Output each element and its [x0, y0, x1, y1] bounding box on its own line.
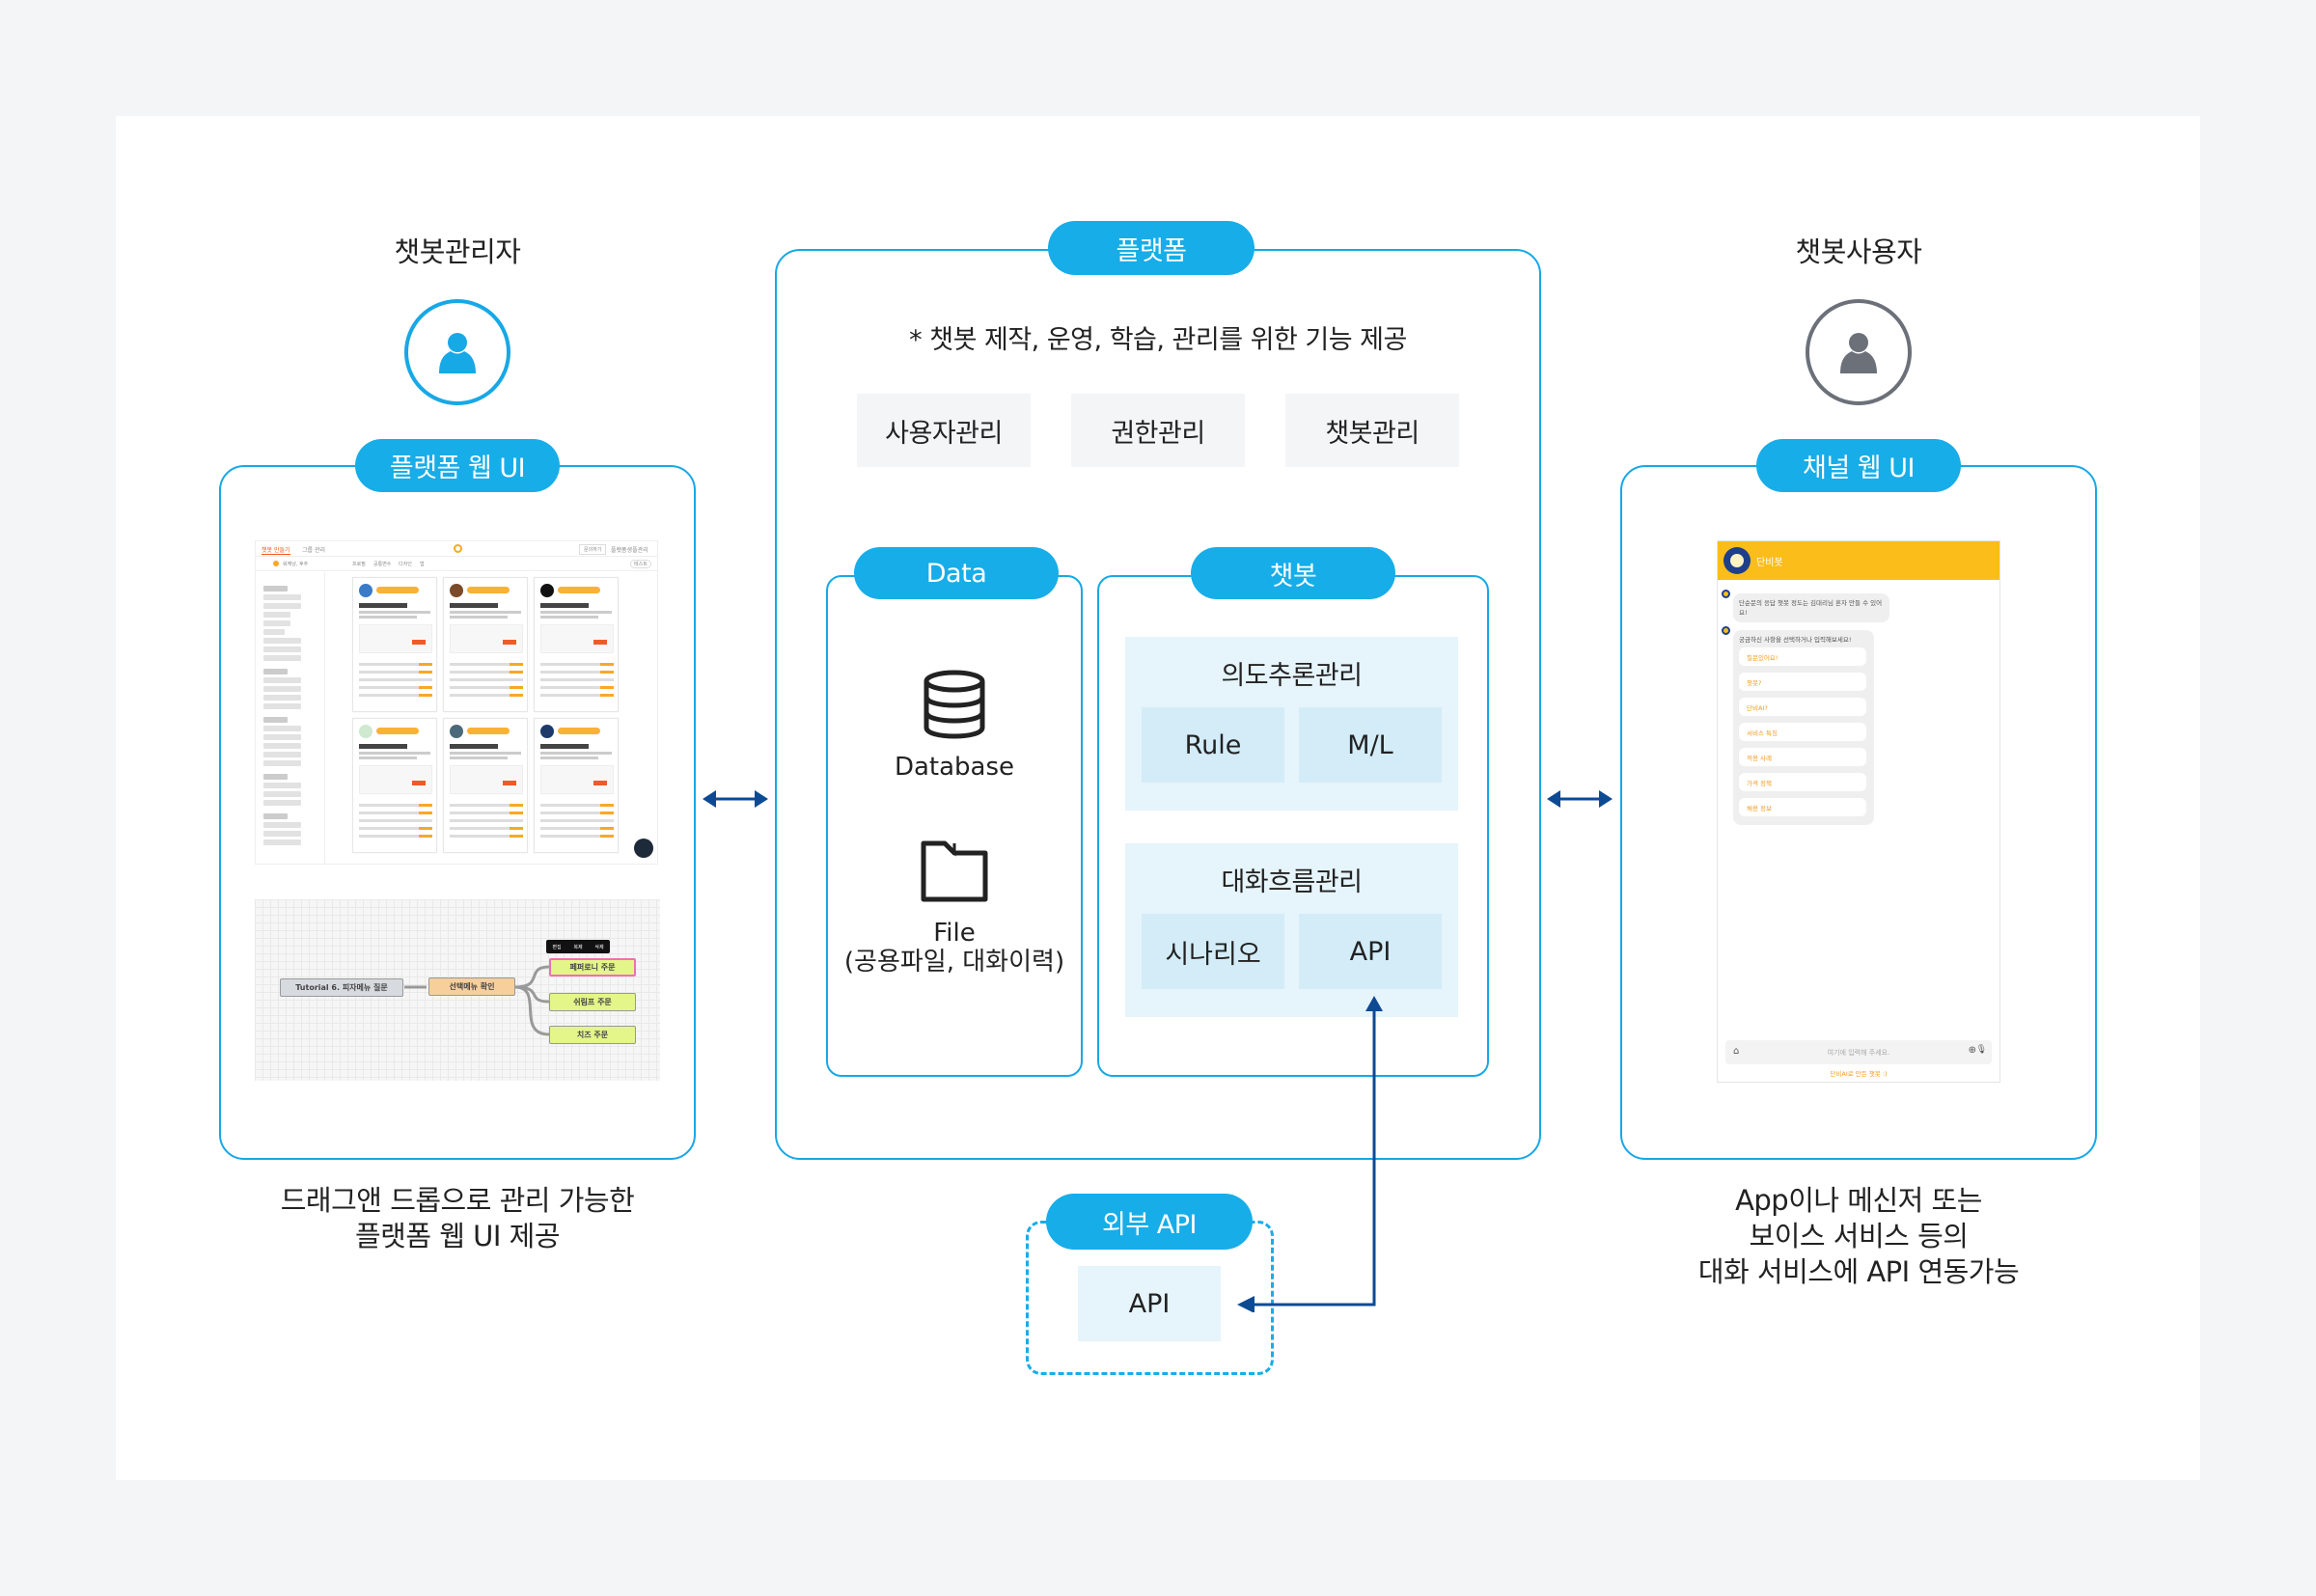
tab-bot-builder[interactable]: 챗봇 만들기: [262, 547, 290, 555]
home-icon[interactable]: ⌂: [1733, 1046, 1740, 1057]
quick-reply-button[interactable]: 적용 사례: [1739, 748, 1866, 766]
intent-panel-title: 의도추론관리: [1221, 661, 1363, 691]
flow-connectors: [404, 965, 550, 1036]
bidirectional-arrow-right: [1547, 790, 1613, 808]
contact-button[interactable]: 문의하기: [579, 544, 607, 555]
chat-input[interactable]: ⌂ 여기에 입력해 주세요. ⊕ 🎙: [1725, 1040, 1992, 1064]
feature-user-management: 사용자관리: [857, 394, 1031, 467]
tab-group-manage[interactable]: 그룹 관리: [302, 547, 325, 554]
folder-icon-wrap: [828, 839, 1081, 903]
flow-node-target[interactable]: 치즈 주문: [549, 1026, 636, 1044]
user-title: 챗봇사용자: [1795, 235, 1922, 268]
user-caption-line: 보이스 서비스 등의: [1749, 1220, 1969, 1252]
data-frame: Database File (공용파일, 대화이력): [826, 575, 1083, 1077]
logo-icon: [454, 544, 462, 553]
file-label: File (공용파일, 대화이력): [828, 919, 1081, 977]
tooltip-copy[interactable]: 복제: [573, 944, 583, 950]
bot-card[interactable]: [534, 718, 619, 853]
bot-avatar-icon: [1722, 626, 1730, 635]
quick-reply-button[interactable]: 질문있어요!: [1739, 647, 1866, 666]
toolbar-app[interactable]: 앱: [420, 562, 425, 567]
api-connector-arrow: [1237, 996, 1383, 1312]
chat-bot-name: 단비봇: [1756, 558, 1783, 568]
tooltip-edit[interactable]: 편집: [552, 944, 562, 950]
platform-subtitle: * 챗봇 제작, 운영, 학습, 관리를 위한 기능 제공: [909, 325, 1407, 355]
user-icon: [439, 333, 476, 373]
file-label-line: File: [933, 919, 976, 948]
database-label: Database: [894, 753, 1015, 782]
chat-header: 단비봇: [1718, 541, 1999, 580]
toolbar-design[interactable]: 디자인: [399, 562, 412, 567]
admin-screenshot-topbar: 챗봇 만들기 그룹 관리 문의하기 플랫폼생플관리: [256, 541, 657, 557]
bot-card[interactable]: [443, 718, 528, 853]
node-tooltip: 편집 복제 삭제: [546, 940, 610, 953]
test-button[interactable]: 테스트: [630, 560, 651, 568]
chat-message-text: 궁금하신 사항을 선택하거나 입력해보세요!: [1739, 636, 1852, 644]
intent-panel: 의도추론관리 Rule M/L: [1125, 637, 1458, 811]
flow-node-start[interactable]: Tutorial 6. 피자메뉴 질문: [280, 978, 403, 997]
bot-card[interactable]: [443, 577, 528, 712]
bot-avatar: [273, 561, 279, 566]
bidirectional-arrow-left: [703, 790, 768, 808]
database-icon-wrap: [828, 670, 1081, 739]
add-icon[interactable]: ⊕: [1968, 1045, 1976, 1056]
quick-reply-button[interactable]: 챗봇?: [1739, 673, 1866, 691]
admin-caption-line: 드래그앤 드롭으로 관리 가능한: [280, 1184, 635, 1217]
flow-api: API: [1299, 914, 1442, 989]
quick-reply-button[interactable]: 채용 정보: [1739, 798, 1866, 816]
intent-ml: M/L: [1299, 707, 1442, 783]
admin-screenshot-sidebar: [256, 572, 325, 864]
admin-web-ui-pill: 플랫폼 웹 UI: [355, 439, 560, 492]
quick-reply-button[interactable]: 서비스 특징: [1739, 723, 1866, 741]
bot-card[interactable]: [352, 577, 437, 712]
data-pill: Data: [854, 547, 1059, 599]
chat-input-placeholder: 여기에 입력해 주세요.: [1827, 1048, 1890, 1057]
toolbar-profile[interactable]: 프로필: [352, 562, 366, 567]
admin-avatar: [404, 299, 510, 405]
flow-node-target[interactable]: 페퍼로니 주문: [549, 958, 636, 977]
external-api-pill: 외부 API: [1046, 1194, 1253, 1250]
user-caption-line: 대화 서비스에 API 연동가능: [1697, 1255, 2020, 1288]
admin-caption: 드래그앤 드롭으로 관리 가능한 플랫폼 웹 UI 제공: [216, 1183, 699, 1254]
user-avatar: [1806, 299, 1912, 405]
flow-panel-title: 대화흐름관리: [1221, 867, 1363, 897]
intent-rule: Rule: [1142, 707, 1284, 783]
chatbot-pill: 챗봇: [1191, 547, 1395, 599]
user-icon: [1840, 333, 1877, 373]
admin-title: 챗봇관리자: [394, 235, 521, 268]
user-caption-line: App이나 메신저 또는: [1735, 1184, 1982, 1217]
toolbar-variables[interactable]: 공통변수: [373, 562, 392, 567]
bot-card[interactable]: [352, 718, 437, 853]
platform-pill: 플랫폼: [1048, 221, 1254, 275]
feature-chatbot-management: 챗봇관리: [1285, 394, 1459, 467]
admin-screenshot: 챗봇 만들기 그룹 관리 문의하기 플랫폼생플관리 워케냥, 후추 프로필 공통…: [255, 540, 658, 865]
microphone-icon[interactable]: 🎙: [1975, 1045, 1987, 1055]
user-caption: App이나 메신저 또는 보이스 서비스 등의 대화 서비스에 API 연동가능: [1617, 1183, 2100, 1290]
bot-select[interactable]: 워케냥, 후추: [283, 562, 309, 567]
bot-logo-icon: [1723, 547, 1751, 574]
flow-node-target[interactable]: 쉬림프 주문: [549, 993, 636, 1011]
admin-screenshot-toolbar: 워케냥, 후추 프로필 공통변수 디자인 앱 테스트: [256, 558, 657, 571]
channel-web-ui-pill: 채널 웹 UI: [1756, 439, 1961, 492]
chat-footer: 단비AI로 만든 챗봇 :): [1830, 1070, 1888, 1078]
database-icon: [924, 670, 985, 739]
chat-widget: 단비봇 단순문의 응답 챗봇 정도는 김대리님 혼자 만들 수 있어요! 궁금하…: [1717, 540, 2000, 1083]
quick-reply-button[interactable]: 단비AI?: [1739, 698, 1866, 716]
flow-scenario: 시나리오: [1142, 914, 1284, 989]
flow-editor: Tutorial 6. 피자메뉴 질문 선택메뉴 확인 페퍼로니 주문 쉬림프 …: [255, 899, 660, 1081]
feature-permission-management: 권한관리: [1071, 394, 1245, 467]
chat-message: 단순문의 응답 챗봇 정도는 김대리님 혼자 만들 수 있어요!: [1733, 593, 1889, 622]
bot-card[interactable]: [534, 577, 619, 712]
folder-icon: [921, 840, 988, 902]
account-menu[interactable]: 플랫폼생플관리: [611, 547, 648, 554]
admin-caption-line: 플랫폼 웹 UI 제공: [354, 1220, 561, 1252]
external-api-item: API: [1078, 1266, 1221, 1341]
bot-avatar-icon: [1722, 590, 1730, 598]
file-label-line: (공용파일, 대화이력): [843, 948, 1065, 977]
flow-node-branch[interactable]: 선택메뉴 확인: [428, 977, 515, 996]
tooltip-delete[interactable]: 삭제: [594, 944, 604, 950]
chat-launcher-icon[interactable]: [634, 839, 653, 858]
quick-reply-button[interactable]: 가격 정책: [1739, 773, 1866, 791]
flow-panel: 대화흐름관리 시나리오 API: [1125, 843, 1458, 1017]
